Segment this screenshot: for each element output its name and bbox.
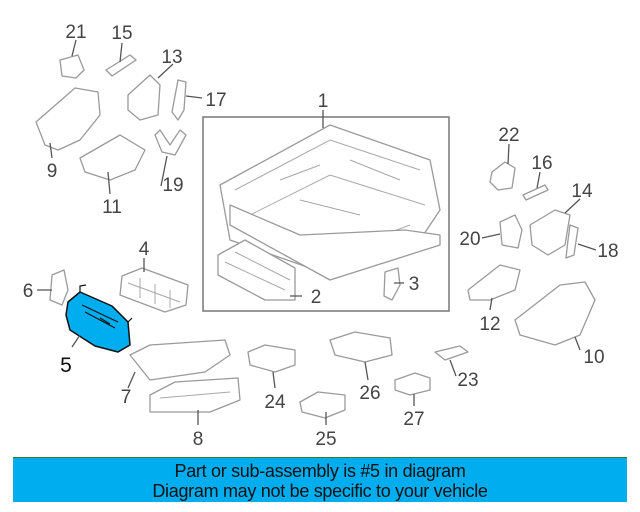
info-banner: Part or sub-assembly is #5 in diagram Di… bbox=[13, 457, 627, 502]
callout-8: 8 bbox=[193, 429, 204, 450]
part-21-clip[interactable] bbox=[59, 54, 85, 79]
banner-line-1: Part or sub-assembly is #5 in diagram bbox=[174, 461, 466, 481]
part-20-bracket[interactable] bbox=[499, 214, 523, 249]
callout-11: 11 bbox=[102, 197, 122, 218]
part-7-trim[interactable] bbox=[129, 339, 231, 381]
part-8-trim[interactable] bbox=[149, 377, 241, 413]
part-23-clip[interactable] bbox=[434, 345, 469, 361]
callout-6: 6 bbox=[23, 281, 34, 302]
callout-23: 23 bbox=[457, 370, 478, 391]
callout-14: 14 bbox=[571, 181, 593, 202]
callout-19: 19 bbox=[162, 175, 183, 196]
callout-21: 21 bbox=[65, 22, 86, 43]
part-9-cover[interactable] bbox=[35, 87, 101, 151]
part-15-clip[interactable] bbox=[105, 54, 137, 77]
part-16-clip[interactable] bbox=[522, 184, 549, 201]
callout-3: 3 bbox=[409, 274, 420, 295]
callout-9: 9 bbox=[47, 161, 58, 182]
part-26-trim[interactable] bbox=[329, 331, 393, 363]
part-25-bracket[interactable] bbox=[299, 391, 346, 419]
part-4-module[interactable] bbox=[119, 267, 189, 313]
callout-1: 1 bbox=[318, 91, 329, 112]
part-13-bracket[interactable] bbox=[127, 74, 161, 121]
leader-lines bbox=[37, 39, 597, 425]
part-11-bracket[interactable] bbox=[79, 134, 146, 181]
callout-22: 22 bbox=[498, 125, 519, 146]
callout-5: 5 bbox=[60, 354, 72, 377]
part-5-highlighted[interactable] bbox=[65, 284, 133, 353]
callout-13: 13 bbox=[161, 47, 182, 68]
banner-line-2: Diagram may not be specific to your vehi… bbox=[152, 481, 488, 501]
callout-27: 27 bbox=[403, 409, 424, 430]
part-27-bracket[interactable] bbox=[394, 372, 431, 396]
part-10-side-cover[interactable] bbox=[514, 281, 596, 346]
callout-4: 4 bbox=[139, 239, 150, 260]
callout-2: 2 bbox=[311, 287, 322, 308]
seat-frame-box bbox=[202, 116, 450, 312]
callout-17: 17 bbox=[205, 90, 226, 111]
part-19-clip[interactable] bbox=[154, 129, 187, 156]
part-18-clip[interactable] bbox=[565, 224, 579, 259]
callout-20: 20 bbox=[459, 229, 480, 250]
part-6-cover[interactable] bbox=[49, 269, 69, 306]
callout-18: 18 bbox=[597, 241, 618, 262]
callout-12: 12 bbox=[479, 314, 500, 335]
part-24-bracket[interactable] bbox=[247, 344, 296, 373]
callout-labels: 1 2 3 4 5 6 7 8 9 10 11 12 13 14 15 16 1… bbox=[23, 22, 619, 450]
part-1-seat-frame[interactable] bbox=[219, 124, 441, 281]
part-14-bracket[interactable] bbox=[529, 209, 571, 256]
part-3-bracket[interactable] bbox=[383, 267, 401, 301]
part-12-bracket[interactable] bbox=[467, 264, 521, 301]
part-2-track[interactable] bbox=[217, 239, 296, 301]
callout-24: 24 bbox=[264, 392, 286, 413]
part-17-clip[interactable] bbox=[171, 79, 187, 121]
part-22-bracket[interactable] bbox=[489, 161, 516, 191]
callout-10: 10 bbox=[583, 347, 604, 368]
callout-15: 15 bbox=[111, 23, 132, 44]
callout-16: 16 bbox=[531, 153, 552, 174]
callout-25: 25 bbox=[315, 429, 336, 450]
callout-26: 26 bbox=[359, 383, 380, 404]
callout-7: 7 bbox=[121, 387, 132, 408]
